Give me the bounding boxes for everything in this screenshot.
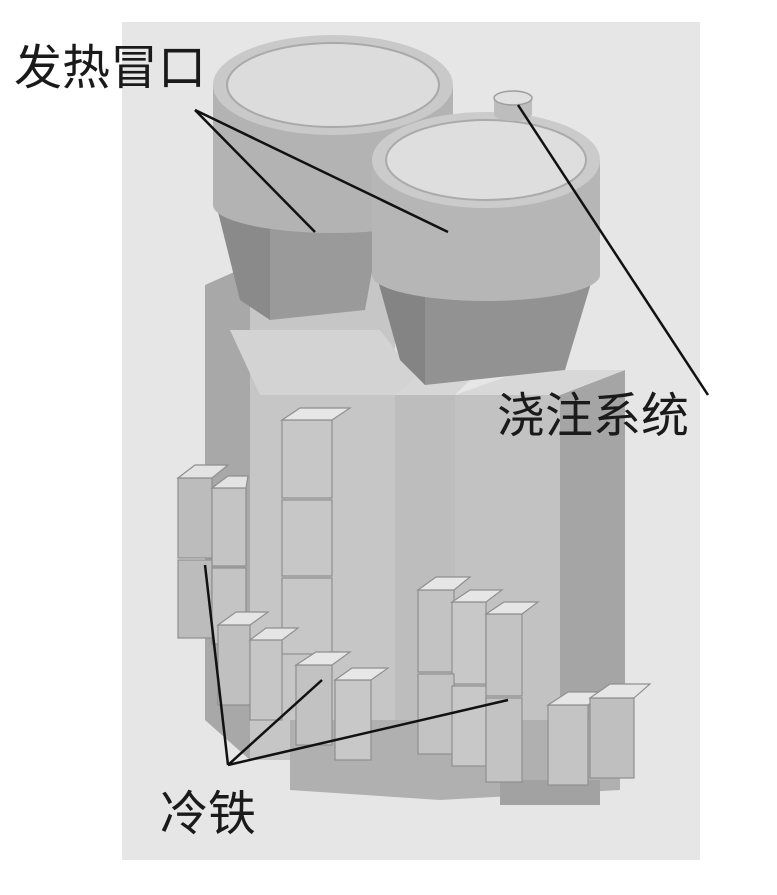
label-gating-system: 浇注系统 (497, 388, 690, 444)
leader-chill-2 (227, 679, 323, 766)
chill-blocks (176, 407, 652, 786)
label-chill: 冷铁 (160, 786, 257, 842)
label-exothermic-riser: 发热冒口 (14, 40, 207, 96)
leader-gating (516, 104, 710, 396)
exothermic-riser-right (372, 112, 600, 385)
leader-lines (194, 104, 710, 767)
leader-chill-3 (227, 698, 509, 767)
leader-riser-left (194, 109, 316, 233)
leader-chill-1 (203, 564, 230, 766)
casting-body (205, 265, 625, 805)
leader-riser-right (194, 108, 449, 234)
